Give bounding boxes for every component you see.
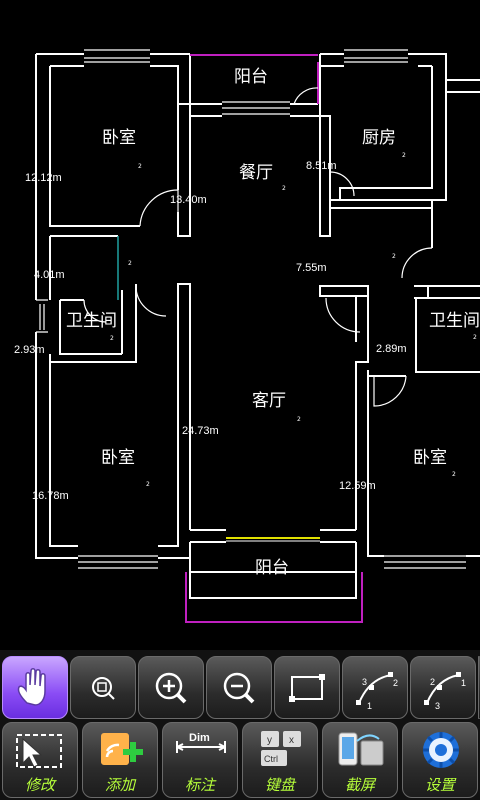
room-balcony-top: 阳台: [234, 67, 268, 87]
dim-text: Dim: [189, 732, 210, 744]
rectangle-icon: [289, 674, 325, 702]
arc-point-label: 2: [430, 677, 435, 687]
select-arrow-icon: [16, 734, 62, 768]
area-marker: 2: [110, 335, 114, 342]
dimension-icon: Dim: [176, 732, 226, 753]
area-bathroom-left: 4.01m: [34, 269, 65, 281]
arc-reverse-icon: 2 1 3: [424, 672, 466, 711]
toolbar: 3 2 1 2 1 3 修改 添加: [0, 650, 480, 800]
zoom-in-icon: [155, 672, 187, 704]
arc-three-point-button[interactable]: 3 2 1: [342, 656, 408, 719]
room-kitchen: 厨房: [362, 128, 396, 148]
room-bedroom-bottom-left: 卧室: [101, 448, 135, 468]
arc-point-label: 2: [393, 678, 398, 688]
room-bathroom-left: 卫生间: [66, 311, 117, 331]
add-label: 添加: [104, 776, 135, 794]
dimension-label: 标注: [184, 776, 215, 794]
rectangle-button[interactable]: [274, 656, 340, 719]
arc-point-label: 3: [435, 701, 440, 711]
toolbar-overflow-edge[interactable]: [478, 656, 480, 719]
settings-label: 设置: [424, 776, 455, 794]
area-marker: 2: [392, 253, 396, 260]
modify-label: 修改: [24, 776, 55, 794]
screenshot-label: 截屏: [344, 776, 375, 794]
area-marker: 2: [473, 334, 477, 341]
hand-icon: [17, 668, 46, 706]
arc-reverse-button[interactable]: 2 1 3: [410, 656, 476, 719]
area-left-small: 2.93m: [14, 344, 45, 356]
zoom-in-button[interactable]: [138, 656, 204, 719]
settings-button[interactable]: 设置: [402, 722, 478, 798]
area-marker: 2: [146, 481, 150, 488]
key-x: x: [289, 735, 294, 746]
screenshot-button[interactable]: 截屏: [322, 722, 398, 798]
room-living: 客厅: [252, 391, 286, 411]
room-dining: 餐厅: [239, 163, 273, 183]
zoom-out-button[interactable]: [206, 656, 272, 719]
add-button[interactable]: 添加: [82, 722, 158, 798]
area-marker: 2: [282, 185, 286, 192]
keyboard-icon: y x Ctrl: [261, 731, 301, 766]
area-bedroom-bottom-left: 16.78m: [32, 490, 69, 502]
area-bedroom-bottom-right: 12.59m: [339, 480, 376, 492]
key-ctrl: Ctrl: [264, 754, 278, 764]
area-marker: 2: [452, 471, 456, 478]
zoom-fit-button[interactable]: [70, 656, 136, 719]
arc-point-label: 1: [367, 701, 372, 711]
area-marker: 2: [297, 416, 301, 423]
area-bathroom-right: 2.89m: [376, 343, 407, 355]
gear-icon: [423, 732, 459, 768]
area-kitchen: 8.51m: [306, 160, 337, 172]
area-hall: 7.55m: [296, 262, 327, 274]
zoom-out-icon: [223, 672, 255, 704]
area-marker: 2: [128, 260, 132, 267]
room-bathroom-right: 卫生间: [429, 311, 480, 331]
area-dining: 13.40m: [170, 194, 207, 206]
area-marker: 2: [402, 152, 406, 159]
floor-plan-drawing[interactable]: [0, 0, 480, 650]
key-y: y: [267, 735, 272, 746]
modify-button[interactable]: 修改: [2, 722, 78, 798]
arc-three-point-icon: 3 2 1: [356, 672, 398, 711]
room-bedroom-bottom-right: 卧室: [413, 448, 447, 468]
room-balcony-bottom: 阳台: [255, 558, 289, 578]
area-marker: 2: [138, 163, 142, 170]
add-doc-icon: [101, 733, 143, 765]
floor-plan-canvas[interactable]: 阳台 卧室 餐厅 厨房 卫生间 卫生间 客厅 卧室 卧室 阳台 12.12m 1…: [0, 0, 480, 650]
pan-button[interactable]: [2, 656, 68, 719]
arc-point-label: 1: [461, 678, 466, 688]
area-bedroom-top-left: 12.12m: [25, 172, 62, 184]
dimension-button[interactable]: Dim 标注: [162, 722, 238, 798]
keyboard-label: 键盘: [264, 776, 295, 794]
keyboard-button[interactable]: y x Ctrl 键盘: [242, 722, 318, 798]
arc-point-label: 3: [362, 677, 367, 687]
screenshot-icon: [338, 732, 384, 766]
area-living: 24.73m: [182, 425, 219, 437]
room-bedroom-top-left: 卧室: [102, 128, 136, 148]
zoom-fit-icon: [92, 677, 115, 700]
